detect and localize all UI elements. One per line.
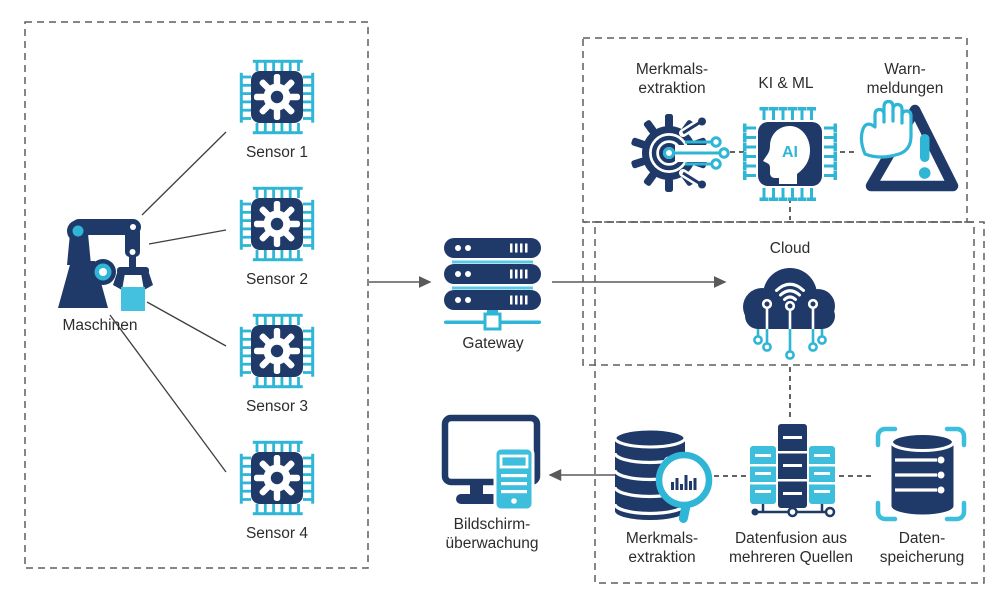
sensor-chip-icon — [239, 440, 315, 516]
pipeline-box-border — [594, 221, 985, 584]
data-storage-line2: speicherung — [879, 549, 965, 566]
data-storage-line1: Daten- — [898, 530, 946, 547]
warnings-line1: Warn- — [884, 61, 926, 78]
warning-hand-icon — [859, 99, 959, 192]
cloud-label: Cloud — [769, 240, 811, 257]
database-brackets-icon — [875, 426, 967, 522]
feature-extraction-label: Merkmals- extraktion — [606, 60, 738, 98]
sensor-chip-icon — [239, 313, 315, 389]
warnings-label: Warn- meldungen — [845, 60, 965, 98]
sensor-chip-icon — [239, 59, 315, 135]
database-search-icon — [613, 427, 713, 523]
machines-box-border — [24, 21, 369, 569]
pipeline-feature-extraction-line2: extraktion — [628, 549, 696, 566]
warnings-line2: meldungen — [866, 80, 944, 97]
machines-label: Maschinen — [62, 317, 138, 334]
data-storage-label: Daten- speicherung — [857, 529, 987, 567]
cloud-icon — [743, 268, 835, 360]
sensor-1-label: Sensor 1 — [245, 144, 309, 161]
gear-circuit-icon — [631, 114, 730, 192]
feature-extraction-line1: Merkmals- — [635, 61, 709, 78]
sensor-2-label: Sensor 2 — [245, 271, 309, 288]
screen-monitoring-line1: Bildschirm- — [453, 516, 531, 533]
pipeline-feature-extraction-label: Merkmals- extraktion — [597, 529, 727, 567]
feature-extraction-line2: extraktion — [638, 80, 706, 97]
ai-chip-text: AI — [782, 144, 798, 161]
dashed-connectors — [714, 151, 874, 477]
data-fusion-label: Datenfusion aus mehreren Quellen — [711, 529, 871, 567]
server-fusion-icon — [750, 424, 836, 518]
gateway-label: Gateway — [462, 335, 524, 352]
machine-sensor-lines — [109, 131, 227, 473]
data-fusion-line1: Datenfusion aus — [734, 530, 848, 547]
monitor-tower-icon — [441, 414, 541, 512]
screen-monitoring-line2: überwachung — [445, 535, 539, 552]
ki-ml-label: KI & ML — [758, 75, 814, 92]
pipeline-feature-extraction-line1: Merkmals- — [625, 530, 699, 547]
robot-arm-icon — [58, 219, 153, 311]
ai-chip-icon: AI — [743, 107, 837, 201]
data-fusion-line2: mehreren Quellen — [728, 549, 854, 566]
sensor-4-label: Sensor 4 — [245, 525, 309, 542]
sensor-chip-icon — [239, 186, 315, 262]
sensor-3-label: Sensor 3 — [245, 398, 309, 415]
screen-monitoring-label: Bildschirm- überwachung — [427, 515, 557, 553]
gateway-server-icon — [444, 238, 541, 331]
